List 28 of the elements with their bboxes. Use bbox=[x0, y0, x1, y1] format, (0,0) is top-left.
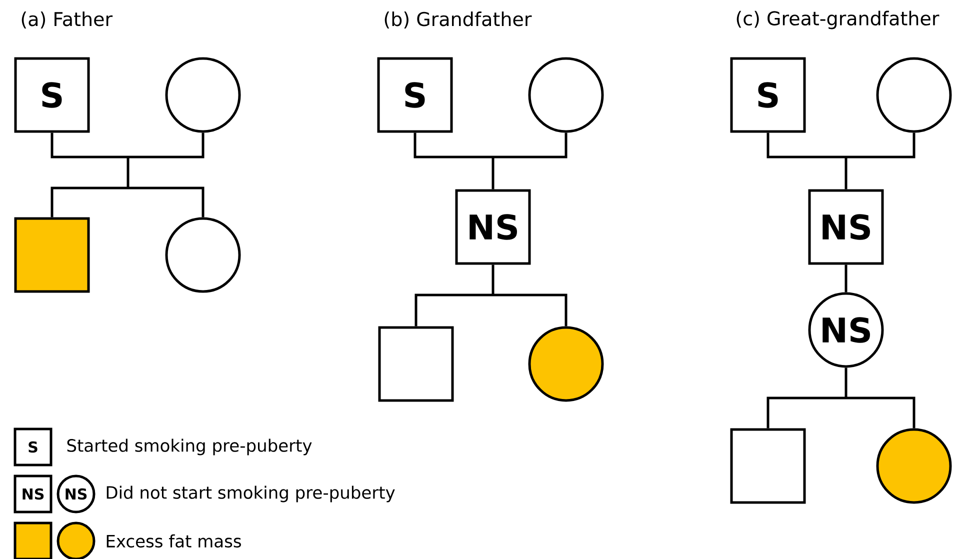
pedigree-line bbox=[844, 264, 848, 292]
pedigree-line bbox=[766, 132, 916, 190]
pedigree-square: S bbox=[730, 57, 806, 133]
pedigree-square: NS bbox=[808, 189, 884, 265]
pedigree-circle bbox=[876, 428, 952, 504]
pedigree-line bbox=[766, 366, 916, 430]
legend-square: NS bbox=[14, 474, 52, 514]
panel-title: (b) Grandfather bbox=[384, 12, 532, 28]
pedigree-square: S bbox=[377, 57, 453, 133]
pedigree-square bbox=[14, 217, 90, 293]
pedigree-square: NS bbox=[455, 189, 531, 265]
pedigree-circle bbox=[528, 326, 604, 402]
legend-square: S bbox=[14, 428, 52, 466]
panel-title: (c) Great-grandfather bbox=[736, 10, 940, 30]
pedigree-square: S bbox=[14, 57, 90, 133]
legend-text: Did not start smoking pre-puberty bbox=[106, 486, 395, 502]
pedigree-line bbox=[414, 132, 568, 190]
legend-text: Started smoking pre-puberty bbox=[67, 438, 312, 456]
pedigree-circle bbox=[165, 217, 241, 293]
panel-title: (a) Father bbox=[22, 12, 113, 28]
legend-text: Excess fat mass bbox=[106, 534, 241, 548]
pedigree-square bbox=[730, 428, 806, 504]
pedigree-line bbox=[50, 132, 204, 218]
pedigree-circle bbox=[528, 57, 604, 133]
pedigree-circle bbox=[876, 57, 952, 133]
pedigree-line bbox=[414, 264, 568, 328]
pedigree-square bbox=[378, 326, 454, 402]
pedigree-circle bbox=[165, 57, 241, 133]
